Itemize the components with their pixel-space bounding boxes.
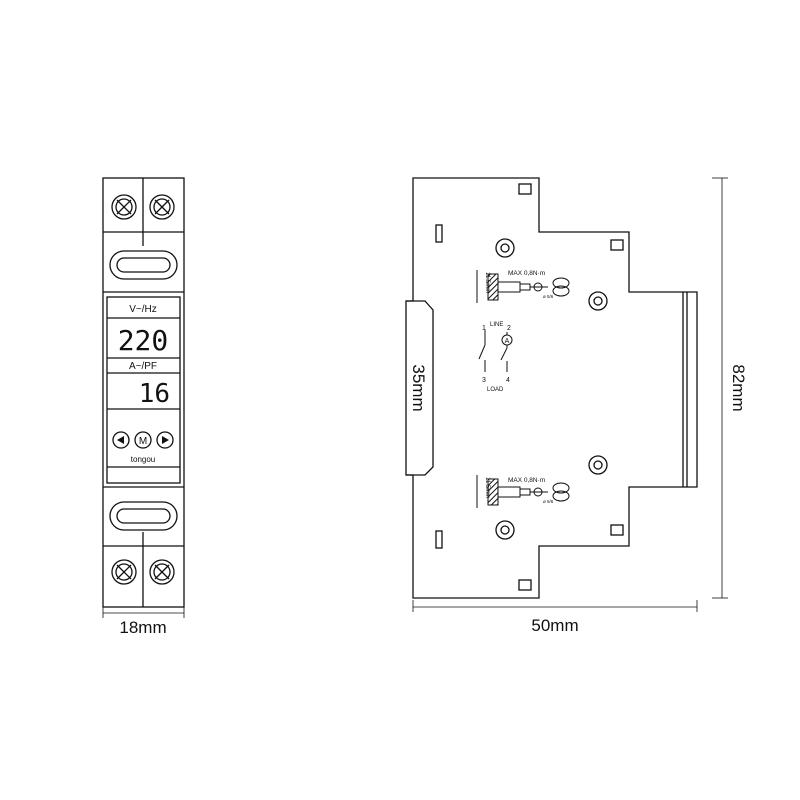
front-view <box>102 177 185 608</box>
triangle-right-icon <box>162 436 169 444</box>
terminal-screw-icon <box>111 194 137 220</box>
screw-size-bottom: ø 5/6 <box>543 499 554 504</box>
strip-length-top: 11.5mm <box>484 272 490 293</box>
dimension-line-82 <box>712 177 728 599</box>
ammeter-symbol: A <box>505 338 510 345</box>
wire-slot <box>109 250 178 280</box>
side-profile <box>405 177 698 599</box>
terminal-3: 3 <box>482 377 486 384</box>
terminal-4: 4 <box>506 377 510 384</box>
terminal-screw-icon <box>149 559 175 585</box>
screw-size-top: ø 5/6 <box>543 294 554 299</box>
line-label: LINE <box>490 322 503 328</box>
width-front-label: 18mm <box>119 618 166 637</box>
left-button[interactable] <box>112 431 130 449</box>
terminal-screw-icon <box>149 194 175 220</box>
torque-label-bottom: MAX 0,8N·m <box>508 477 545 484</box>
dimension-line-18 <box>102 607 185 618</box>
rail-label: 35mm <box>409 364 428 411</box>
brand-logo: tongou <box>131 455 155 464</box>
current-value: 16 <box>139 379 170 409</box>
mode-button-label: M <box>139 436 147 447</box>
load-label: LOAD <box>487 387 504 393</box>
mode-button[interactable] <box>134 431 152 449</box>
terminal-1: 1 <box>482 325 486 332</box>
voltage-value: 220 <box>118 324 169 357</box>
height-label: 82mm <box>729 364 748 411</box>
torque-label-top: MAX 0,8N·m <box>508 270 545 277</box>
side-view <box>405 177 698 599</box>
width-side-label: 50mm <box>531 616 578 635</box>
wiring-schematic <box>478 330 513 372</box>
dimension-line-50 <box>412 600 698 612</box>
wire-slot <box>109 501 178 531</box>
current-label: A~/PF <box>129 361 157 372</box>
voltage-label: V~/Hz <box>129 304 157 315</box>
triangle-left-icon <box>117 436 124 444</box>
terminal-2: 2 <box>507 325 511 332</box>
wire-strip-detail-top <box>476 270 570 303</box>
right-button[interactable] <box>156 431 174 449</box>
strip-length-bottom: 11.5mm <box>484 477 490 498</box>
wire-strip-detail-bottom <box>476 475 570 508</box>
terminal-screw-icon <box>111 559 137 585</box>
display-panel <box>106 296 181 484</box>
